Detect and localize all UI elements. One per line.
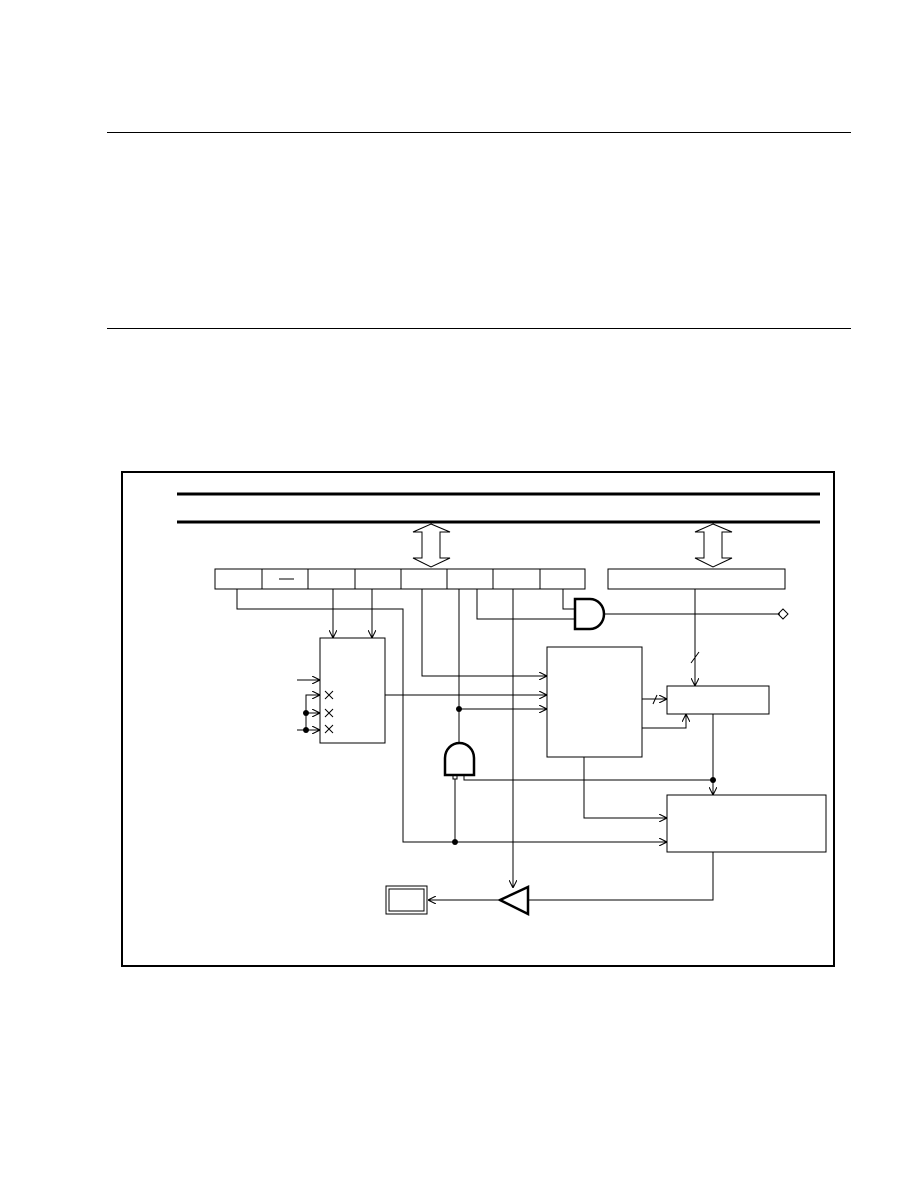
block-c	[666, 685, 770, 715]
bus-double-arrow-2	[694, 523, 733, 568]
output-display-icon	[385, 885, 428, 915]
control-register	[214, 568, 586, 590]
x-marks	[324, 690, 334, 734]
bottom-rule	[107, 328, 851, 329]
system-bus	[177, 492, 820, 524]
nand-gate-icon	[443, 741, 476, 777]
junction-dots	[303, 706, 716, 845]
buffer-triangle-icon	[497, 885, 530, 917]
wires	[236, 589, 780, 900]
block-d	[666, 794, 827, 853]
top-rule	[107, 132, 851, 133]
figure-frame	[121, 471, 835, 967]
inverter-bubble	[452, 774, 458, 780]
bus-double-arrow-1	[412, 523, 451, 568]
block-b	[546, 646, 643, 758]
block-a	[319, 637, 386, 744]
output-diamond-icon	[777, 608, 789, 620]
and-gate-icon	[573, 597, 606, 631]
data-register	[607, 568, 786, 590]
